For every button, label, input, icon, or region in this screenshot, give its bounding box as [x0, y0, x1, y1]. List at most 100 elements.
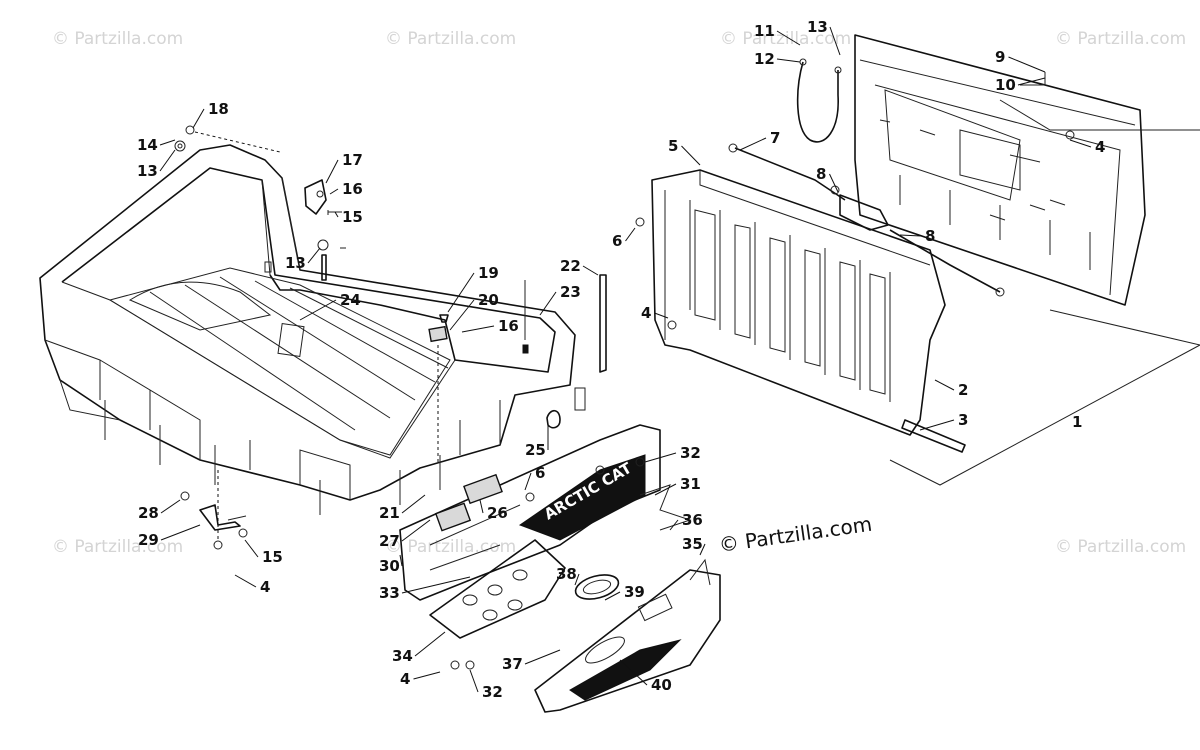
callout-24: 24	[340, 291, 361, 309]
callout-13: 13	[285, 254, 306, 272]
callout-13: 13	[137, 162, 158, 180]
brand-text: © Partzilla.com	[717, 512, 873, 557]
rod-and-latch	[728, 143, 1005, 297]
callout-33: 33	[379, 584, 400, 602]
hardware-top-left	[174, 125, 281, 153]
callout-15: 15	[342, 208, 363, 226]
callout-leader	[159, 139, 176, 146]
callout-39: 39	[624, 583, 645, 601]
callout-leader	[654, 312, 669, 319]
callout-4: 4	[1095, 138, 1105, 156]
callout-leader	[329, 188, 339, 195]
tailgate-hardware	[635, 130, 1075, 330]
callout-21: 21	[379, 504, 400, 522]
callout-2: 2	[958, 381, 968, 399]
callout-leader	[829, 26, 841, 56]
callout-1: 1	[1072, 413, 1082, 431]
latch-hardware	[304, 179, 346, 281]
callout-18: 18	[208, 100, 229, 118]
callout-37: 37	[502, 655, 523, 673]
callout-16: 16	[498, 317, 519, 335]
watermark: © Partzilla.com	[720, 29, 851, 49]
callout-20: 20	[478, 291, 499, 309]
callout-leader	[449, 299, 475, 331]
callout-leader	[469, 669, 479, 693]
callout-leader	[699, 543, 706, 556]
callout-leader	[654, 483, 677, 496]
callout-16: 16	[342, 180, 363, 198]
callout-leader	[524, 472, 532, 491]
callout-leader	[160, 499, 181, 514]
cable-11-12	[796, 58, 842, 143]
callout-5: 5	[668, 137, 678, 155]
callout-32: 32	[680, 444, 701, 462]
cargo-box	[39, 144, 576, 515]
callout-26: 26	[487, 504, 508, 522]
callout-leader	[1017, 77, 1046, 86]
callout-leader	[644, 452, 677, 463]
callout-23: 23	[560, 283, 581, 301]
callout-7: 7	[770, 129, 780, 147]
bumper-assembly	[534, 569, 721, 713]
callout-29: 29	[138, 531, 159, 549]
callout-leader	[625, 227, 636, 242]
tailgate-outer	[651, 169, 966, 453]
callout-32: 32	[482, 683, 503, 701]
callout-leader	[334, 211, 339, 218]
callout-group: 1234444566788910111213131314151516161718…	[137, 18, 1105, 701]
callout-leader	[524, 649, 561, 665]
callout-4: 4	[641, 304, 651, 322]
tailgate-inner	[854, 34, 1146, 306]
rear-panel	[399, 424, 661, 601]
callout-leader	[681, 145, 701, 166]
callout-34: 34	[392, 647, 413, 665]
callout-leader	[479, 499, 484, 514]
watermark: © Partzilla.com	[385, 29, 516, 49]
callout-leader	[829, 173, 839, 193]
callout-30: 30	[379, 557, 400, 575]
callout-leader	[325, 159, 339, 184]
callout-25: 25	[525, 441, 546, 459]
callout-31: 31	[680, 475, 701, 493]
hardware-lower-left	[180, 470, 248, 550]
callout-leader	[244, 539, 259, 558]
strip-22	[599, 274, 607, 373]
callout-38: 38	[556, 565, 577, 583]
callout-15: 15	[262, 548, 283, 566]
callout-leader	[401, 494, 426, 514]
callout-19: 19	[478, 264, 499, 282]
callout-leader	[604, 591, 621, 601]
callout-leader	[447, 272, 475, 313]
callout-17: 17	[342, 151, 363, 169]
callout-leader	[1008, 56, 1046, 73]
callout-leader	[159, 149, 176, 172]
callout-leader	[574, 573, 580, 586]
watermark: © Partzilla.com	[385, 537, 516, 557]
flap-31	[639, 484, 711, 586]
callout-leader	[669, 519, 679, 531]
watermark: © Partzilla.com	[1055, 29, 1186, 49]
callout-27: 27	[379, 532, 400, 550]
callout-11: 11	[754, 22, 775, 40]
callout-35: 35	[682, 535, 703, 553]
skid-plate	[429, 539, 566, 639]
callout-leader	[776, 30, 801, 46]
callout-12: 12	[754, 50, 775, 68]
callout-leader	[192, 108, 205, 129]
watermark: © Partzilla.com	[52, 29, 183, 49]
callout-leader	[619, 659, 648, 686]
callout-36: 36	[682, 511, 703, 529]
callout-leader	[160, 524, 201, 541]
callout-leader	[934, 379, 955, 391]
callout-leader	[899, 234, 922, 237]
watermark: © Partzilla.com	[1055, 537, 1186, 557]
callout-14: 14	[137, 136, 158, 154]
watermark-group: © Partzilla.com © Partzilla.com © Partzi…	[52, 29, 1186, 557]
assembly-bracket	[889, 72, 1200, 486]
hardware-center	[428, 280, 586, 465]
callout-leader	[399, 554, 403, 567]
callout-8: 8	[816, 165, 826, 183]
callout-4: 4	[260, 578, 270, 596]
callout-leader	[582, 265, 599, 276]
